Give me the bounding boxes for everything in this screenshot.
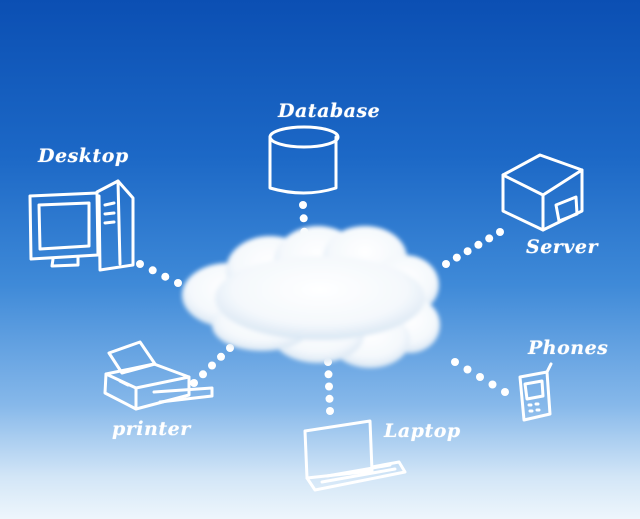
connector-dot-desktop bbox=[148, 266, 157, 275]
connector-dot-phones bbox=[476, 373, 484, 381]
connector-dot-server bbox=[474, 240, 483, 249]
node-label-printer: printer bbox=[112, 418, 191, 440]
connector-dot-server bbox=[442, 260, 450, 268]
connector-dot-database bbox=[299, 201, 307, 209]
connector-dot-laptop bbox=[324, 370, 333, 379]
connector-dot-printer bbox=[226, 344, 234, 352]
connector-dot-printer bbox=[208, 361, 216, 370]
database-icon bbox=[268, 125, 340, 195]
connector-dot-laptop bbox=[325, 394, 334, 403]
connector-dot-phones bbox=[488, 380, 497, 389]
connector-dot-printer bbox=[217, 352, 225, 361]
connector-dot-laptop bbox=[326, 407, 334, 415]
connector-dot-server bbox=[496, 228, 504, 236]
connector-dot-desktop bbox=[161, 272, 170, 281]
connector-dot-printer bbox=[190, 379, 198, 387]
connector-dot-server bbox=[452, 253, 461, 262]
connector-dot-phones bbox=[463, 365, 472, 374]
connector-dot-server bbox=[463, 247, 472, 256]
node-label-laptop: Laptop bbox=[384, 420, 461, 442]
connector-dot-phones bbox=[451, 358, 459, 366]
cloud-icon bbox=[182, 226, 440, 368]
connector-dot-phones bbox=[501, 388, 509, 396]
connector-dot-database bbox=[299, 214, 308, 223]
connector-dot-laptop bbox=[325, 382, 333, 391]
connector-dot-desktop bbox=[136, 260, 144, 268]
node-label-desktop: Desktop bbox=[38, 145, 129, 167]
connector-dot-desktop bbox=[174, 279, 182, 287]
node-label-phones: Phones bbox=[528, 337, 609, 359]
connector-dot-server bbox=[485, 234, 494, 243]
connector-dot-printer bbox=[199, 370, 207, 379]
laptop-icon bbox=[303, 419, 407, 492]
node-label-server: Server bbox=[526, 236, 598, 258]
node-label-database: Database bbox=[278, 100, 381, 122]
mobile-phone-icon bbox=[518, 362, 553, 422]
server-icon bbox=[501, 153, 584, 232]
printer-icon bbox=[103, 340, 214, 411]
desktop-computer-icon bbox=[28, 179, 135, 272]
